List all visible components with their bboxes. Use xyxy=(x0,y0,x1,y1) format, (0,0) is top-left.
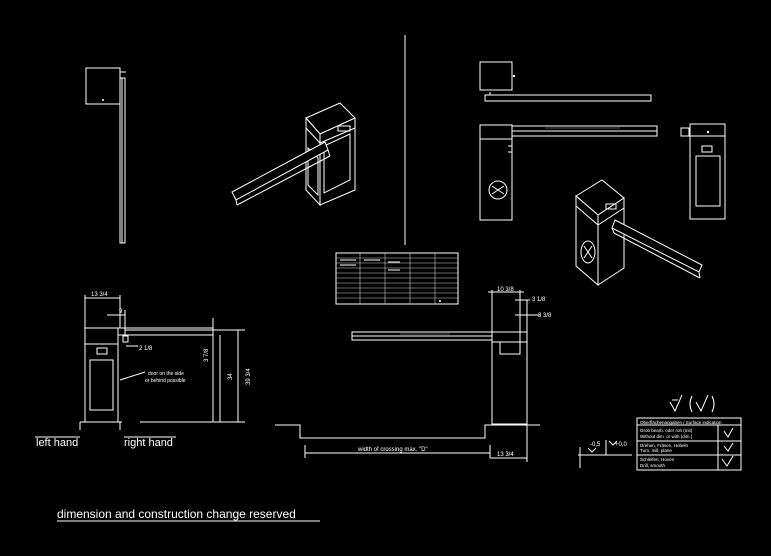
dim-3-1-8: 3 1/8 xyxy=(532,297,546,303)
width-of-crossing-label: width of crossing max. "D" xyxy=(357,447,428,453)
side-view-far-right xyxy=(680,123,726,220)
isometric-barrier-center xyxy=(231,102,356,207)
dim-3-7-8: 3 7/8 xyxy=(204,348,210,362)
dim-2-1-8: 2 1/8 xyxy=(139,346,153,352)
dim-9: 9 xyxy=(119,309,123,315)
elevation-left xyxy=(35,295,245,438)
dim-39-3-4: 39 3/4 xyxy=(246,368,252,385)
finish-table xyxy=(636,417,742,471)
level-minus-label: -0,5 xyxy=(590,442,601,448)
front-elevation-right xyxy=(479,124,658,221)
finish-row2: Drehen, Fräsen, Hobeln xyxy=(640,443,689,448)
finish-title: Oberflächenangaben / Surface indication xyxy=(640,420,722,425)
level-plus-label: +0,0 xyxy=(615,442,628,448)
door-note-line1: door on the side xyxy=(148,371,184,377)
parts-table xyxy=(335,252,459,305)
door-note-line2: or behind possible xyxy=(145,378,186,384)
isometric-barrier-right xyxy=(575,179,703,287)
finish-row2b: Turn, mill, plane xyxy=(640,448,672,453)
level-markers xyxy=(578,440,632,468)
dim-10-3-8: 10 3/8 xyxy=(497,287,514,293)
dim-34: 34 xyxy=(228,373,234,380)
left-hand-label: left hand xyxy=(36,437,78,449)
surface-symbol-header xyxy=(669,394,715,413)
right-hand-label: right hand xyxy=(124,437,173,449)
top-view-right xyxy=(479,61,652,102)
dim-13-3-4-bottom: 13 3/4 xyxy=(497,452,514,458)
finish-row3: Schleifen, Honen xyxy=(640,457,675,462)
dim-13-3-4-left: 13 3/4 xyxy=(91,292,108,298)
finish-row1: Grob bearb. oder roh (mit) xyxy=(640,428,693,433)
side-view-top-left xyxy=(85,67,126,244)
dim-3-3-8: 3 3/8 xyxy=(538,313,552,319)
elevation-center xyxy=(275,290,540,462)
footer-note: dimension and construction change reserv… xyxy=(57,507,296,521)
finish-row3b: Drill, smooth xyxy=(640,463,666,468)
finish-row1b: Without dim. or with (dim.) xyxy=(640,434,693,439)
